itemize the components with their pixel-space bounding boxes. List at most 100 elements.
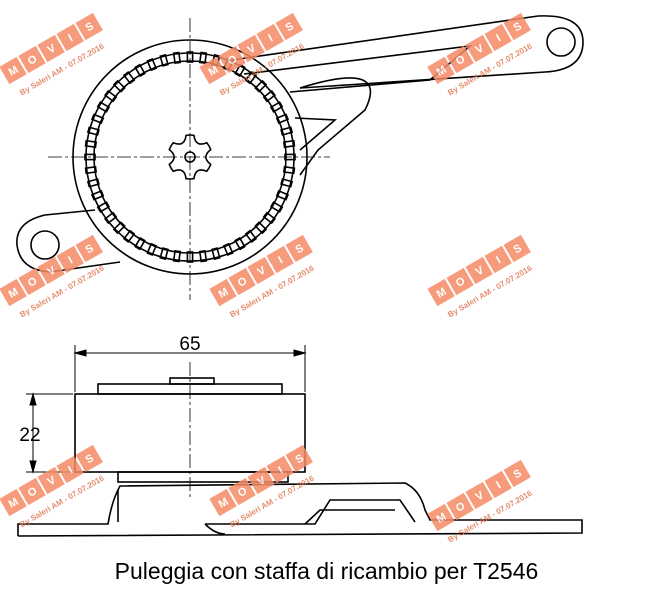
- watermark-tile: [18, 45, 46, 74]
- watermark-tile: [18, 267, 46, 296]
- watermark-letter: I: [494, 32, 503, 44]
- watermark-tile: [484, 245, 512, 274]
- watermark-letter: I: [494, 479, 503, 491]
- watermark-tile: [228, 267, 256, 296]
- watermark-tile: [75, 234, 103, 263]
- pulley-base: [117, 471, 289, 483]
- watermark-tile: [256, 23, 284, 52]
- watermark-tile: [503, 459, 531, 488]
- bearing-roller: [198, 249, 208, 263]
- bearing-roller: [159, 53, 169, 67]
- bearing-roller: [198, 51, 208, 65]
- bracket-upper-arm-inner: [243, 44, 473, 93]
- watermark-tile: [0, 488, 27, 517]
- bearing-roller: [280, 178, 294, 188]
- bearing-roller: [172, 249, 182, 263]
- watermark-tile: [465, 481, 493, 510]
- torx-bolt: [168, 134, 212, 180]
- bearing-roller: [275, 189, 290, 201]
- watermark-tile: [427, 503, 455, 532]
- watermark-letter: I: [66, 254, 75, 266]
- watermark-tile: [0, 56, 27, 85]
- bracket-lower-arm: [16, 209, 121, 273]
- mounting-plate: [17, 482, 583, 537]
- watermark-tile: [503, 234, 531, 263]
- watermark-tile: [199, 56, 227, 85]
- watermark-tile: [56, 455, 84, 484]
- bearing-roller: [134, 63, 146, 78]
- watermark-tile: [228, 477, 256, 506]
- bracket-upper-arm: [231, 15, 584, 89]
- bearing-roller: [211, 247, 221, 261]
- bearing-roller: [112, 79, 126, 93]
- watermark-tile: [75, 12, 103, 41]
- bearing-roller: [90, 113, 105, 125]
- watermark-tile: [37, 34, 65, 63]
- watermark-tile: [484, 23, 512, 52]
- bracket-body: [299, 77, 372, 176]
- bearing-roller: [234, 63, 246, 78]
- watermark-tile: [0, 278, 27, 307]
- watermark-tile: [266, 245, 294, 274]
- bearing-roller: [96, 101, 111, 113]
- dimension-width: [73, 345, 307, 392]
- dimension-height-label: 22: [19, 425, 40, 446]
- bearing-roller: [282, 139, 296, 149]
- watermark-letter: I: [276, 254, 285, 266]
- watermark-tile: [266, 455, 294, 484]
- watermark-letter: I: [66, 32, 75, 44]
- watermark-tile: [209, 488, 237, 517]
- bearing-roller: [96, 201, 111, 213]
- bearing-roller: [112, 221, 126, 235]
- watermark-tile: [446, 45, 474, 74]
- bearing-roller: [254, 221, 268, 235]
- pulley-nut: [169, 377, 215, 385]
- watermark-tile: [427, 278, 455, 307]
- watermark-tile: [503, 12, 531, 41]
- dimension-width-label: 65: [179, 334, 200, 355]
- bearing-roller: [262, 211, 277, 225]
- bearing-roller: [84, 165, 98, 175]
- watermark-tile: [484, 470, 512, 499]
- bearing-roller: [86, 178, 100, 188]
- bearing-roller: [282, 165, 296, 175]
- watermark-tile: [446, 492, 474, 521]
- watermark-tile: [465, 256, 493, 285]
- watermark-tile: [75, 444, 103, 473]
- watermark-tile: [37, 466, 65, 495]
- watermark-tile: [446, 267, 474, 296]
- bearing-roller: [269, 101, 284, 113]
- watermark-tile: [275, 12, 303, 41]
- bearing-roller: [234, 236, 246, 251]
- upper-mounting-hole: [546, 27, 576, 57]
- bearing-roller: [262, 89, 277, 103]
- bearing-roller: [269, 201, 284, 213]
- watermark-tile: [247, 466, 275, 495]
- bearing-roller: [90, 189, 105, 201]
- watermark-tile: [247, 256, 275, 285]
- watermark-letter: I: [276, 464, 285, 476]
- bearing-roller: [244, 70, 258, 85]
- bearing-roller: [86, 126, 100, 136]
- watermark-tile: [18, 477, 46, 506]
- bearing-roller: [122, 70, 136, 85]
- top-view-centerlines: [48, 18, 330, 300]
- watermark-tile: [209, 278, 237, 307]
- bearing-roller: [275, 113, 290, 125]
- bearing-roller: [84, 139, 98, 149]
- watermark-letter: I: [66, 464, 75, 476]
- mounting-plate-underside: [204, 509, 395, 535]
- bearing-roller: [103, 211, 118, 225]
- watermark-tile: [285, 444, 313, 473]
- watermark-tile: [37, 256, 65, 285]
- bearing-roller: [254, 79, 268, 93]
